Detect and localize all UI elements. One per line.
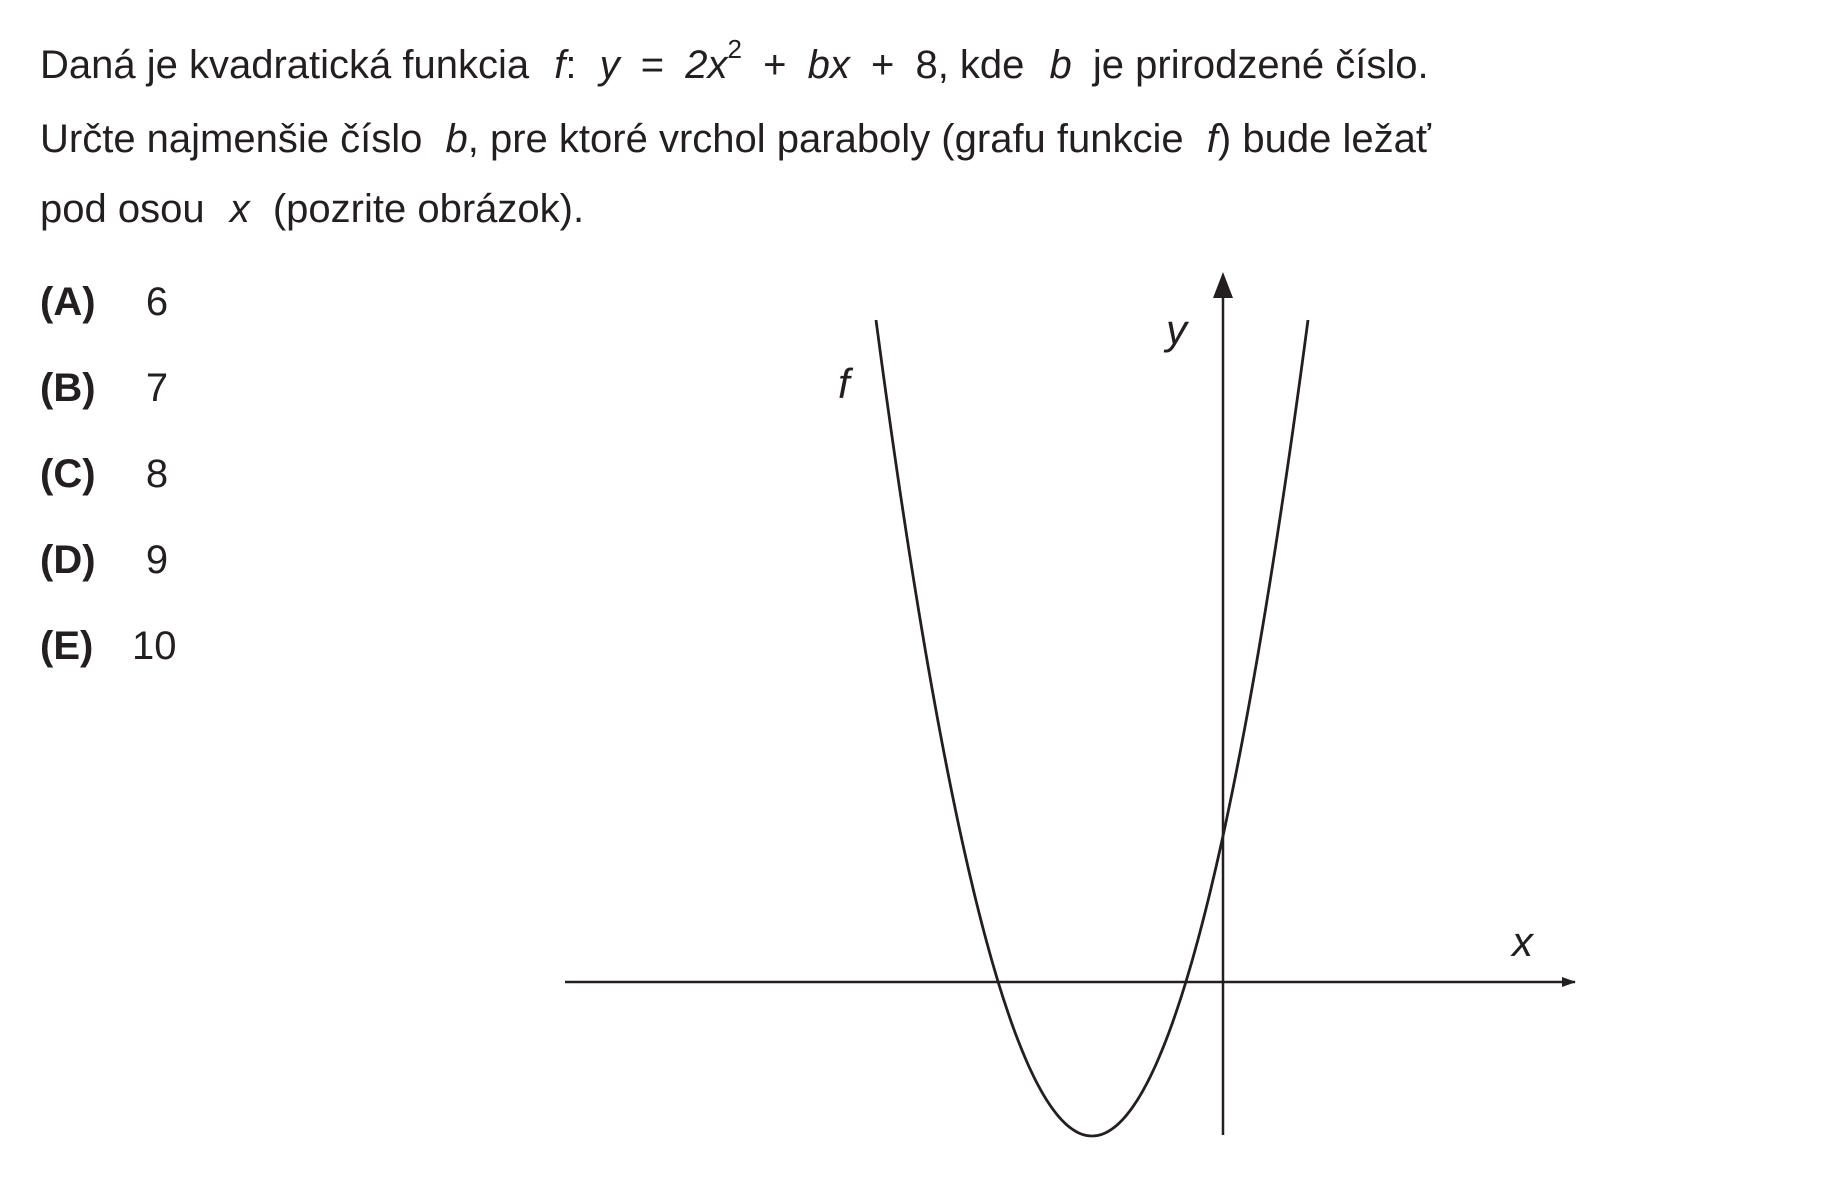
answer-choices: (A) 6 (B) 7 (C) 8 (D) 9 (E) 10 <box>40 280 182 710</box>
y-axis-arrow-icon <box>1213 272 1233 298</box>
problem-text: pod osou <box>40 187 205 231</box>
choice-letter: (D) <box>40 538 96 582</box>
problem-text: je prirodzené číslo. <box>1092 43 1429 87</box>
choice-b[interactable]: (B) 7 <box>40 366 182 452</box>
plus-sign: + <box>763 43 787 87</box>
problem-text: , pre ktoré vrchol paraboly (grafu funkc… <box>467 117 1184 161</box>
term-bx: bx <box>807 43 850 87</box>
choice-letter: (A) <box>40 280 96 324</box>
equals-sign: = <box>640 43 665 87</box>
problem-text: ) bude ležať <box>1217 117 1431 161</box>
choice-value: 6 <box>145 280 169 324</box>
problem-text: (pozrite obrázok). <box>272 187 585 231</box>
problem-text: , kde <box>937 43 1025 87</box>
x-variable: x <box>229 187 250 231</box>
problem-line-2: Určte najmenšie číslo b, pre ktoré vrcho… <box>40 104 1720 174</box>
constant-term: 8 <box>915 43 938 87</box>
x-axis-label: x <box>1510 918 1535 965</box>
choice-a[interactable]: (A) 6 <box>40 280 182 366</box>
parabola-curve <box>874 319 1310 1138</box>
choice-c[interactable]: (C) 8 <box>40 452 182 538</box>
choice-letter: (B) <box>40 366 96 410</box>
choice-letter: (C) <box>40 452 96 496</box>
choice-value: 8 <box>145 452 169 496</box>
function-symbol: f <box>1206 117 1218 161</box>
choice-value: 10 <box>132 624 177 668</box>
function-label: f <box>838 360 854 407</box>
function-symbol: f <box>554 43 566 87</box>
choice-d[interactable]: (D) 9 <box>40 538 182 624</box>
problem-line-1: Daná je kvadratická funkcia f: y = 2x2 +… <box>40 30 1720 104</box>
b-variable: b <box>1049 43 1072 87</box>
choice-e[interactable]: (E) 10 <box>40 624 182 710</box>
choice-value: 7 <box>145 366 169 410</box>
choice-letter: (E) <box>40 624 94 668</box>
exponent: 2 <box>727 34 742 64</box>
b-variable: b <box>445 117 468 161</box>
y-axis-label: y <box>1163 306 1190 353</box>
plus-sign: + <box>870 43 895 87</box>
choice-value: 9 <box>145 538 169 582</box>
problem-statement: Daná je kvadratická funkcia f: y = 2x2 +… <box>40 30 1720 244</box>
problem-text: Určte najmenšie číslo <box>40 117 423 161</box>
y-variable: y <box>599 43 620 87</box>
problem-line-3: pod osou x (pozrite obrázok). <box>40 174 1720 244</box>
colon: : <box>565 43 577 87</box>
problem-text: Daná je kvadratická funkcia <box>40 43 530 87</box>
term-2x: 2x <box>685 43 728 87</box>
